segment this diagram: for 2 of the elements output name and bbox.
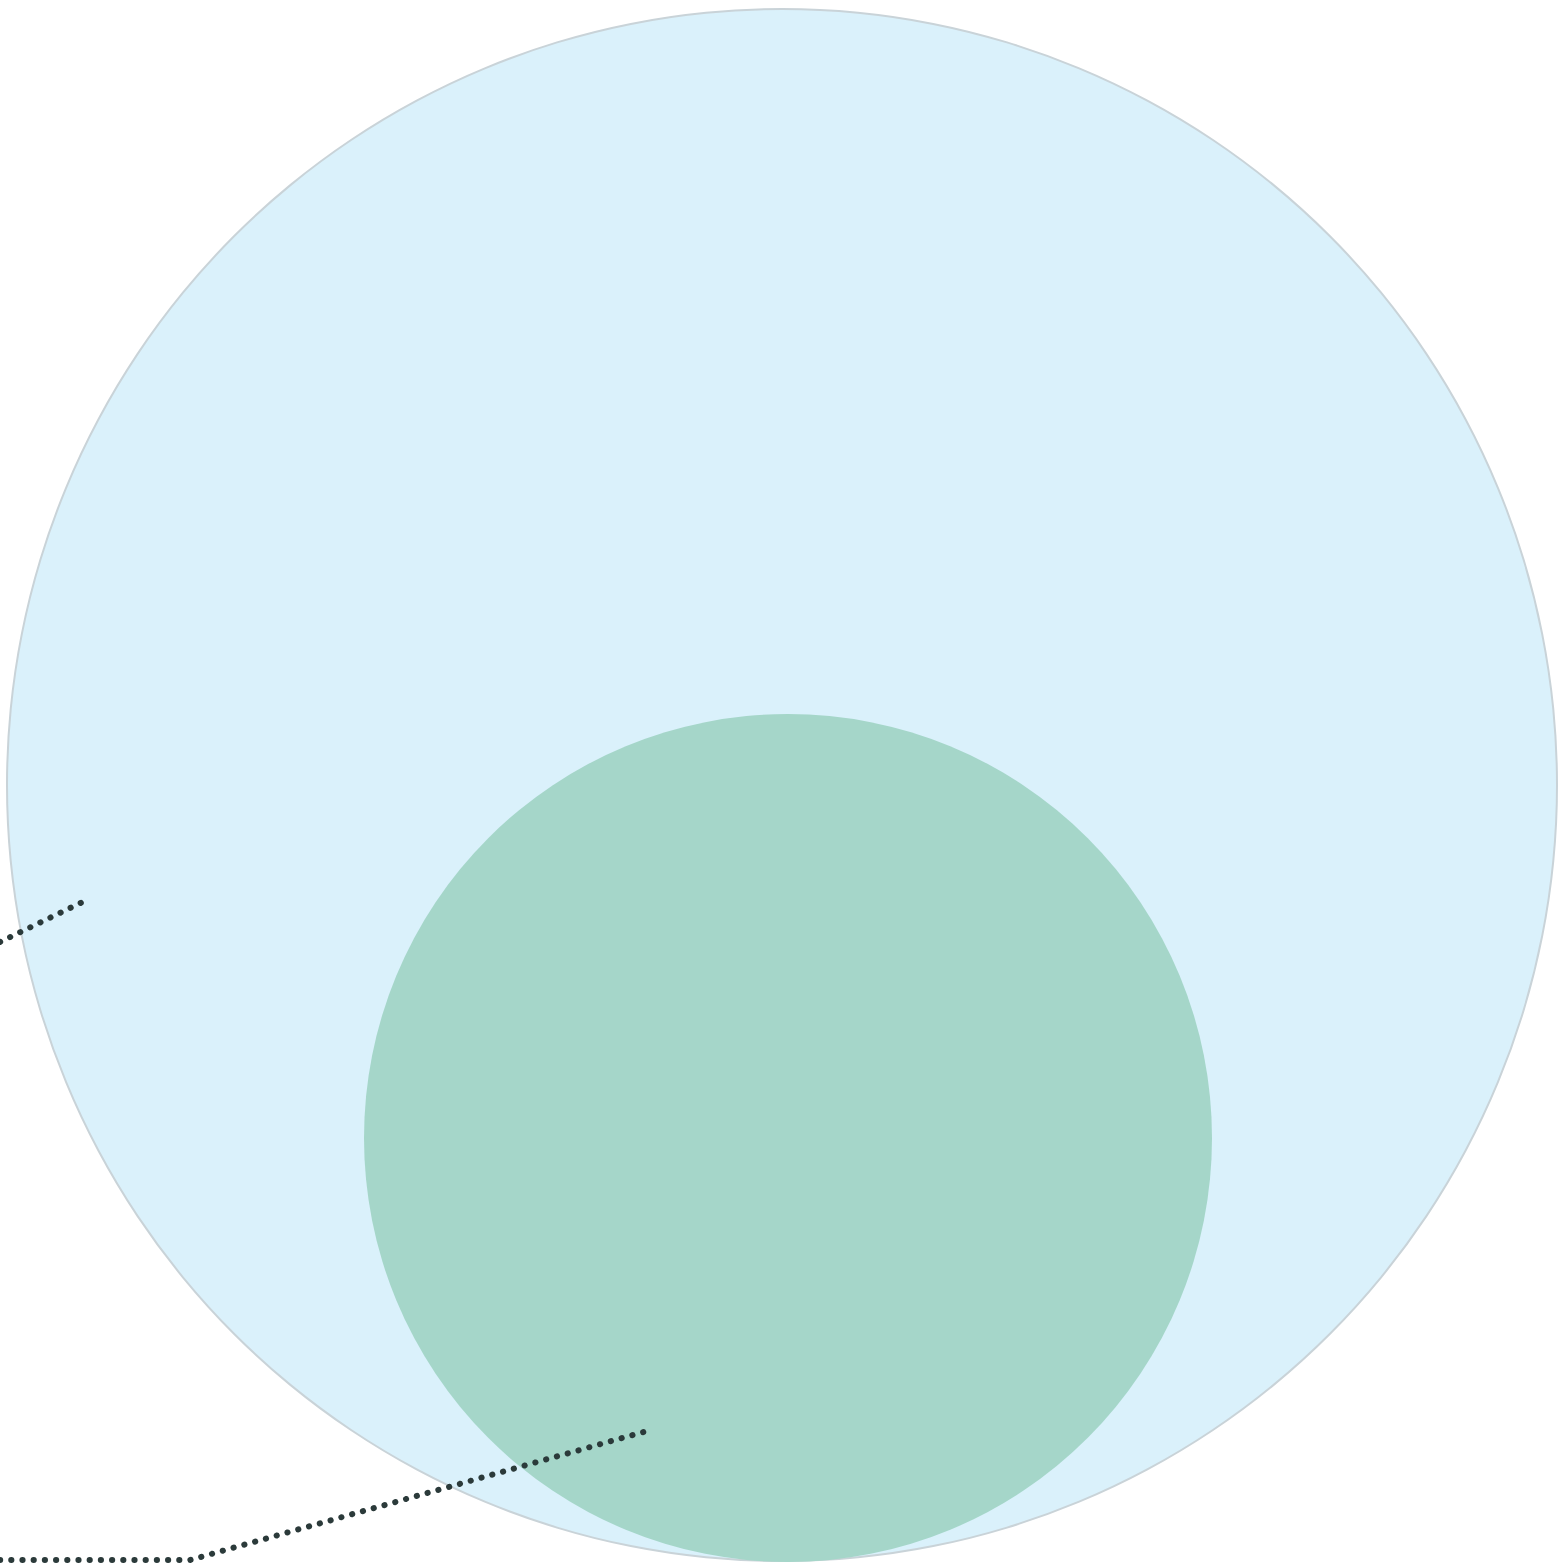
leader-line xyxy=(0,897,90,945)
leader-line xyxy=(0,1428,647,1563)
